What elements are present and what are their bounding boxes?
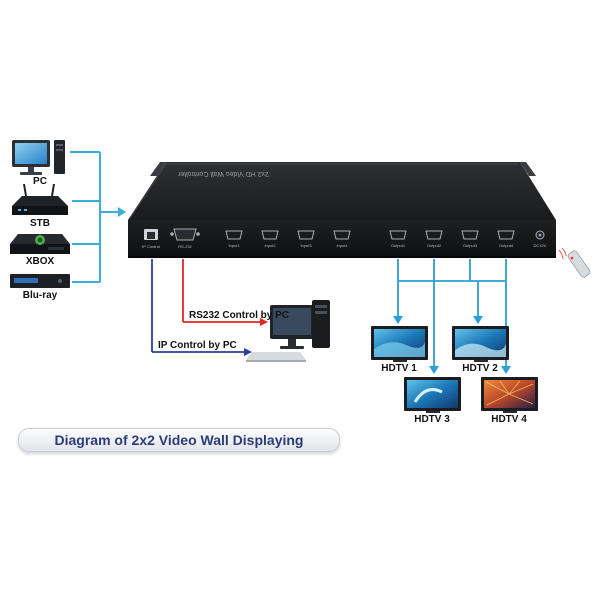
game-console-icon bbox=[10, 234, 70, 254]
rs232-control-label: RS232 Control by PC bbox=[189, 310, 290, 321]
port-label-output4: Output4 bbox=[498, 243, 514, 248]
port-label-input2: Input2 bbox=[264, 243, 276, 248]
port-label-input4: Input4 bbox=[336, 243, 348, 248]
control-pc-icon bbox=[246, 300, 330, 362]
port-label-output1: Output1 bbox=[390, 243, 406, 248]
hdtv-4-label: HDTV 4 bbox=[491, 414, 527, 425]
device-title: 2x2 HD Video Wall Controller bbox=[177, 170, 270, 177]
router-stb-icon bbox=[12, 183, 68, 215]
hdtv-3-icon bbox=[404, 377, 461, 413]
hdtv-1-label: HDTV 1 bbox=[381, 363, 417, 374]
port-label-output2: Output2 bbox=[426, 243, 442, 248]
output-connection-lines bbox=[397, 259, 507, 368]
hdtv-1-icon bbox=[371, 326, 428, 362]
port-label-rs232: RS-232 bbox=[178, 244, 192, 249]
port-label-output3: Output3 bbox=[462, 243, 478, 248]
output-arrowheads bbox=[393, 316, 511, 374]
matrix-device bbox=[128, 162, 556, 258]
port-label-ip-control: IP Control bbox=[142, 244, 160, 249]
remote-control-icon bbox=[558, 247, 591, 278]
hdtv-2-label: HDTV 2 bbox=[462, 363, 498, 374]
hdtv-2-icon bbox=[452, 326, 509, 362]
source-label-pc: PC bbox=[33, 176, 47, 187]
hdtv-3-label: HDTV 3 bbox=[414, 414, 450, 425]
rs232-control-line bbox=[182, 259, 268, 326]
desktop-pc-icon bbox=[12, 140, 65, 175]
source-label-bluray: Blu-ray bbox=[22, 290, 58, 301]
hdtv-4-icon bbox=[481, 377, 538, 413]
diagram-caption: Diagram of 2x2 Video Wall Displaying bbox=[54, 432, 304, 448]
port-label-input3: Input3 bbox=[300, 243, 312, 248]
source-label-stb: STB bbox=[30, 218, 50, 229]
ip-control-label: IP Control by PC bbox=[158, 340, 237, 351]
ip-control-line bbox=[151, 259, 252, 356]
source-label-xbox: XBOX bbox=[25, 256, 55, 267]
port-label-input1: Input1 bbox=[228, 243, 240, 248]
caption-banner: Diagram of 2x2 Video Wall Displaying bbox=[18, 428, 340, 452]
bluray-player-icon bbox=[10, 274, 70, 288]
input-connection-lines bbox=[70, 151, 126, 283]
port-label-dc12v: DC12V bbox=[533, 243, 547, 248]
